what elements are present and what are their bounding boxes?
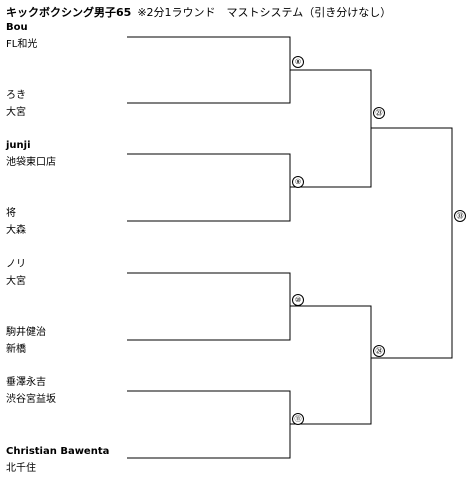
competitor-5-name: ノリ (6, 259, 26, 270)
competitor-8-name: Christian Bawenta (6, 446, 110, 457)
bracket-line-match-11 (127, 390, 291, 459)
competitor-2-gym: 大宮 (6, 107, 26, 118)
competitor-6-name: 駒井健治 (6, 327, 46, 338)
competitor-4-name: 将 (6, 208, 16, 219)
competitor-1-gym: FL和光 (6, 39, 38, 50)
competitor-2-name: ろき (6, 90, 26, 101)
competitor-8-gym: 北千住 (6, 463, 36, 474)
competitor-3-gym: 池袋東口店 (6, 157, 56, 168)
competitor-4-gym: 大森 (6, 225, 26, 236)
match-number-8: ⑧ (292, 56, 304, 68)
competitor-5-gym: 大宮 (6, 276, 26, 287)
match-number-33: ㉝ (454, 210, 466, 222)
competitor-6-gym: 新橋 (6, 344, 26, 355)
bracket-line-match-24 (290, 305, 372, 425)
match-number-24: ㉔ (373, 345, 385, 357)
bracket-line-match-23 (290, 69, 372, 188)
competitor-3-name: junji (6, 140, 31, 151)
bracket-line-match-8 (127, 36, 291, 104)
bracket-title: キックボクシング男子65 ※2分1ラウンド マストシステム（引き分けなし） (6, 4, 391, 20)
division-title: キックボクシング男子65 (6, 6, 132, 19)
match-number-11: ⑪ (292, 413, 304, 425)
competitor-1-name: Bou (6, 22, 28, 33)
match-number-9: ⑨ (292, 176, 304, 188)
match-number-10: ⑩ (292, 294, 304, 306)
rules-note: ※2分1ラウンド マストシステム（引き分けなし） (137, 6, 392, 19)
match-number-23: ㉓ (373, 107, 385, 119)
competitor-7-gym: 渋谷宮益坂 (6, 394, 56, 405)
bracket-line-match-33 (371, 127, 453, 359)
bracket-line-match-10 (127, 272, 291, 341)
competitor-7-name: 垂澤永吉 (6, 377, 46, 388)
bracket-line-match-9 (127, 153, 291, 222)
